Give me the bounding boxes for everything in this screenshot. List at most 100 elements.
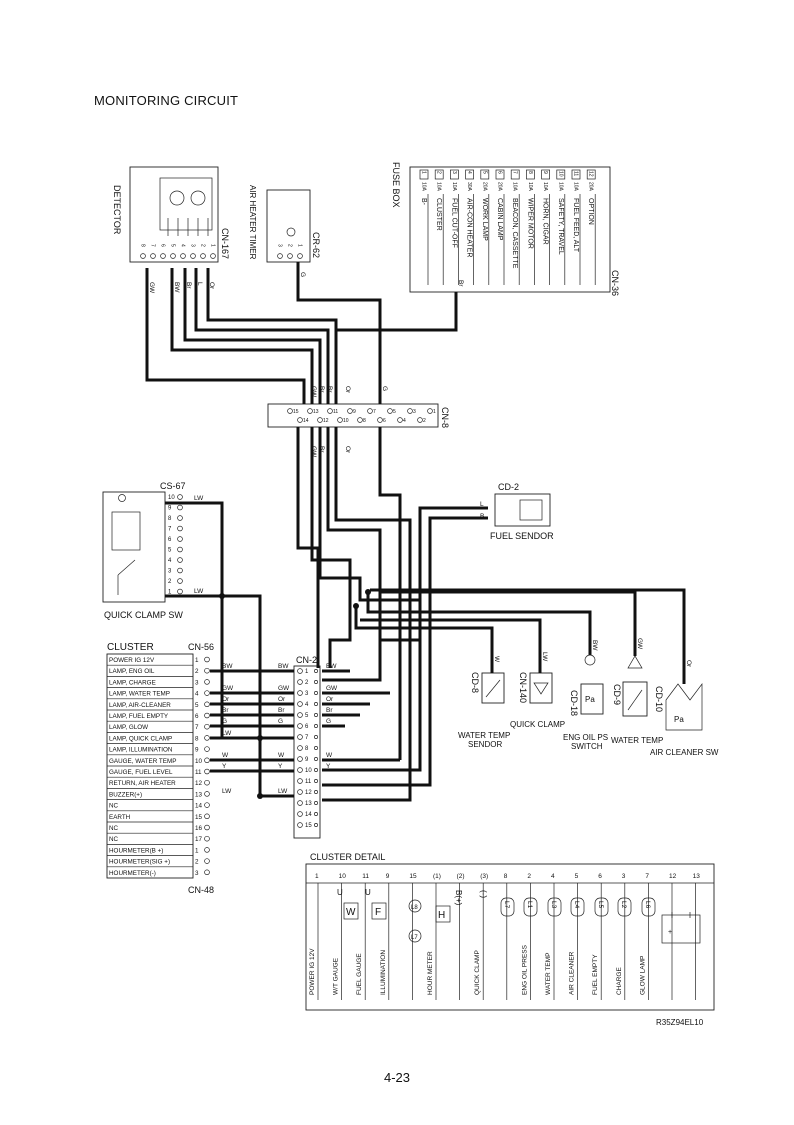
cs67-pin-number: 7 <box>168 527 172 533</box>
wire-color-label: BW <box>591 640 598 651</box>
cn2-pin-number: 5 <box>305 713 309 719</box>
fuse-number: 2 <box>436 171 442 174</box>
cluster-label: CLUSTER <box>107 642 154 653</box>
detail-pin-number: 5 <box>575 873 579 880</box>
cn2-pin-number: 6 <box>305 724 309 730</box>
cluster-detail-label: CLUSTER DETAIL <box>310 852 385 862</box>
cd9-label: CD-9 <box>612 684 622 705</box>
wire-color-label: BW <box>222 663 233 670</box>
cn2-pin-number: 8 <box>305 746 309 752</box>
cn167-pin <box>210 253 216 259</box>
cn2-pin <box>297 800 303 806</box>
cs67-pin-number: 5 <box>168 548 172 554</box>
cn8-pin <box>317 417 323 423</box>
cluster-row-label: POWER IG 12V <box>109 657 155 664</box>
cs67-pin-number: 4 <box>168 558 172 564</box>
detail-column-label: ENG OIL PRESS <box>521 944 528 995</box>
fuse-amperage: 30A <box>466 182 472 192</box>
cn2-pin-number: 15 <box>305 823 312 829</box>
f-gauge-symbol: F <box>375 907 381 918</box>
indicator-lamp <box>641 897 656 917</box>
wire-color-label: GW <box>148 282 155 294</box>
fuse-label: B- <box>420 198 427 206</box>
cluster-pin-number: 3 <box>195 679 199 686</box>
sensors-group: CD-8 WATER TEMP SENDOR CN-140 QUICK CLAM… <box>458 654 719 757</box>
cluster-row-label: HOURMETER(-) <box>109 870 156 877</box>
wire-color-label: W <box>222 752 229 759</box>
fuse-number: 5 <box>481 171 487 174</box>
pa-symbol-2: Pa <box>674 715 684 724</box>
detail-pin-number: 4 <box>551 873 555 880</box>
cn2-pin <box>297 712 303 718</box>
detail-pin-number: 7 <box>645 873 649 880</box>
cluster-pin-number: 14 <box>195 803 203 810</box>
wire-color-label: G <box>326 718 331 725</box>
cn2-pin-number: 7 <box>305 735 309 741</box>
cluster-pin-number: 4 <box>195 691 199 698</box>
cn8-pin-number: 13 <box>313 409 319 415</box>
cn2-pin-right <box>314 735 318 739</box>
fuse-amperage: 20A <box>481 182 487 192</box>
cn2-pin-right <box>314 680 318 684</box>
wire-color-label: LW <box>222 730 232 737</box>
page-number: 4-23 <box>384 1070 411 1085</box>
cs67-pin-number: 6 <box>168 537 172 543</box>
fuse-box-slot <box>526 169 535 180</box>
cn8-pin <box>327 408 333 414</box>
cs67-pin <box>177 536 183 542</box>
cluster-pin-number: 6 <box>195 713 199 720</box>
detail-column-label: POWER IG 12V <box>309 948 316 995</box>
cs67-pin-number: 9 <box>168 506 172 512</box>
fuse-number: 10 <box>557 171 563 177</box>
indicator-lamp-label: L6 <box>644 901 651 909</box>
cluster-pin-number: 7 <box>195 724 199 731</box>
cs67-pin <box>177 578 183 584</box>
wire-color-label: Br <box>185 282 192 289</box>
cd2-label: CD-2 <box>498 482 519 492</box>
wire-color-label: GW <box>326 685 338 692</box>
cn8-pin <box>287 408 293 414</box>
cn167-pin-number: 2 <box>200 244 206 247</box>
cn2-pin-right <box>314 691 318 695</box>
wire-color-label: Or <box>344 446 351 454</box>
cluster-pin-number: 5 <box>195 702 199 709</box>
fuse-label: FUEL FEED, ALT <box>572 198 579 253</box>
fuse-amperage: 10A <box>557 182 563 192</box>
fuse-label: OPTION <box>587 198 594 225</box>
detail-column-label: ILLUMINATION <box>380 950 387 995</box>
indicator-lamp-label: L1 <box>526 901 533 909</box>
wire-color-label: W <box>278 752 285 759</box>
wire-color-label: Or <box>208 282 215 290</box>
wire-color-label: GW <box>310 386 317 398</box>
cs67-pin <box>177 567 183 574</box>
fuse-amperage: 20A <box>588 182 594 192</box>
cn167-pin-number: 7 <box>150 244 156 247</box>
detail-pin-number: 1 <box>315 873 319 880</box>
detail-column-label: W/T GAUGE <box>333 957 340 995</box>
cs67-pin-number: 3 <box>168 569 172 575</box>
l8-symbol: L8 <box>411 905 418 911</box>
pa-symbol-1: Pa <box>585 695 595 704</box>
cn2-pin-number: 2 <box>305 680 309 686</box>
cn2-pin <box>297 701 303 707</box>
cn8-pin-number: 15 <box>293 409 299 415</box>
cn167-pin-number: 6 <box>160 244 166 247</box>
wire-color-label: Or <box>344 386 351 394</box>
cn2-pin-right <box>314 669 318 673</box>
fuse-amperage: 10A <box>573 182 579 192</box>
wire-color-label: W <box>326 752 333 759</box>
indicator-lamp <box>570 897 585 917</box>
cluster-pin-number: 17 <box>195 836 203 843</box>
detail-column-label: FUEL GAUGE <box>356 953 363 995</box>
cluster-pin-number: 13 <box>195 791 203 798</box>
hour-meter-symbol: H <box>438 910 445 921</box>
cluster-row-label: LAMP, AIR-CLEANER <box>109 702 171 709</box>
detail-pin-number: 15 <box>409 873 417 880</box>
cn8-pin <box>427 408 433 414</box>
cluster-pin-number: 15 <box>195 814 203 821</box>
cs67-pin-number: 2 <box>168 579 172 585</box>
quick-clamp-sw-label: QUICK CLAMP SW <box>104 610 183 620</box>
u-symbol-1: U <box>337 888 343 897</box>
